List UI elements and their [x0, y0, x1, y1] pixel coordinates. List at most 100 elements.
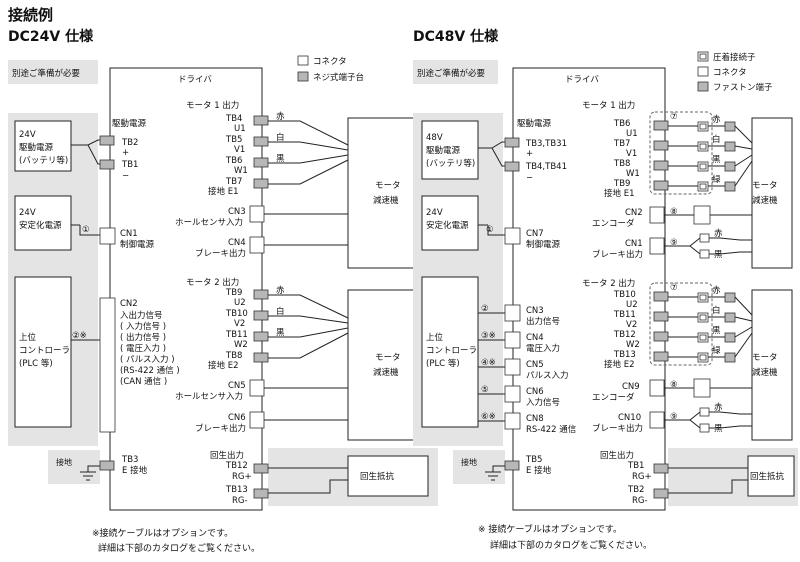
left-m2-sig-1: V2: [234, 319, 245, 329]
right-legend-connector-swatch: [697, 66, 709, 77]
right-m1-faston-0: [724, 121, 736, 132]
left-battery-box: [14, 120, 72, 172]
left-m1-sig-2: W1: [234, 166, 248, 176]
left-m2-color-2: 黒: [276, 328, 285, 338]
left-plc-l3: (PLC 等): [19, 358, 53, 369]
left-battery-l2: 駆動電源: [19, 142, 54, 153]
right-tb3-terminal: [504, 137, 520, 148]
right-tb3: TB3,TB31: [525, 139, 567, 149]
left-m1-color-2: 黒: [276, 154, 285, 164]
left-24v-supply-box: [14, 195, 72, 251]
right-sig-cn-2: CN5: [526, 360, 544, 370]
left-rgm: RG-: [232, 496, 248, 506]
right-cn10-red-crimp: [699, 407, 710, 417]
left-tb2: TB2: [121, 138, 138, 148]
left-tb13-terminal: [253, 488, 269, 499]
right-cn9-sub: エンコーダ: [592, 392, 635, 403]
right-cn1-black: 黒: [714, 250, 723, 260]
left-cn4-connector: [249, 236, 265, 254]
left-tb1: TB1: [121, 160, 138, 170]
left-tb3: TB3: [121, 455, 138, 465]
left-tb1-terminal: [99, 159, 115, 170]
right-tb4: TB4,TB41: [525, 162, 567, 172]
right-ground-label: 接地: [461, 457, 477, 467]
left-rgp: RG+: [232, 472, 252, 482]
right-m1-terminal-2: [653, 160, 669, 171]
left-cn2-line-4: ( パルス入力 ): [120, 354, 175, 365]
left-legend-connector-swatch: [297, 55, 309, 66]
right-regen-wires: [668, 467, 748, 494]
right-cn9: CN9: [622, 382, 640, 392]
right-m2-wire-1: [668, 316, 753, 322]
left-regen-resistor: 回生抵抗: [360, 471, 395, 482]
right-ground-symbol: [485, 465, 505, 481]
left-cn2-line-3: ( 電圧入力 ): [120, 343, 166, 354]
right-m1-crimp-inner-0: [699, 123, 707, 130]
left-m2-tb-3: TB8: [225, 351, 242, 361]
right-m1-faston-1: [724, 141, 736, 152]
right-motor2-reducer: 減速機: [752, 367, 778, 378]
right-m2-sig-2: W2: [626, 340, 640, 350]
right-m2-wire-3: [668, 332, 753, 358]
right-subtitle: DC48V 仕様: [413, 28, 499, 45]
right-m1-terminal-0: [653, 120, 669, 131]
right-sig-mark-1: ③※: [481, 331, 496, 341]
right-regen-resistor: 回生抵抗: [750, 471, 785, 482]
left-m2-color-0: 赤: [276, 286, 285, 296]
right-motor2-out: モータ 2 出力: [582, 278, 635, 289]
right-m2-faston-2: [724, 332, 736, 343]
right-mark8-b: ⑧: [670, 380, 678, 390]
left-cn2-line-0: 入出力信号: [120, 310, 163, 321]
right-legend-connector: コネクタ: [713, 68, 747, 78]
right-tb4-minus: −: [526, 173, 533, 183]
left-cn2-line-1: ( 入力信号 ): [120, 321, 166, 332]
left-cn2-line-2: ( 出力信号 ): [120, 332, 166, 343]
left-diagram: 別途ご準備が必要 コネクタ ネジ式端子台 ドライバ 24V 駆動電源 (バッテリ…: [8, 55, 438, 554]
right-m2-tb-2: TB12: [613, 330, 636, 340]
right-24v-l1: 24V: [426, 208, 443, 218]
left-cn5-sub: ホールセンサ入力: [175, 391, 243, 402]
right-tb1-terminal: [653, 463, 669, 474]
right-driver-label: ドライバ: [565, 75, 599, 85]
left-cn3-sub: ホールセンサ入力: [175, 217, 243, 228]
left-m1-sig-3: 接地 E1: [208, 186, 238, 197]
right-regen-out: 回生出力: [600, 450, 634, 461]
right-m2-tb-1: TB11: [613, 310, 636, 320]
left-tb2-terminal: [99, 135, 115, 146]
right-cn2-plug: [693, 205, 711, 225]
left-ground-area: [48, 450, 100, 484]
right-sig-cn-0: CN3: [526, 306, 544, 316]
right-m2-tb-0: TB10: [613, 290, 636, 300]
right-cn1-red-crimp: [699, 233, 710, 243]
left-cn1-connector: [99, 227, 116, 245]
left-m1-terminal-2: [253, 157, 269, 168]
right-sig-connector-3: [504, 385, 521, 403]
right-m1-tb-3: TB9: [613, 179, 630, 189]
right-motor1-out: モータ 1 出力: [582, 100, 635, 111]
right-tb2-terminal: [653, 488, 669, 499]
left-legend-screw-swatch: [297, 71, 309, 82]
right-motor1-reducer: 減速機: [752, 195, 778, 206]
left-cn6: CN6: [228, 413, 246, 423]
right-m2-faston-1: [724, 312, 736, 323]
right-cn7-wire: [478, 224, 505, 236]
left-prepare-note: 別途ご準備が必要: [12, 68, 81, 79]
right-m1-wire-3: [668, 160, 753, 187]
left-prepare-tag-bg: [8, 60, 98, 84]
left-m2-sig-2: W2: [234, 340, 248, 350]
right-cn1-wire: [664, 237, 701, 255]
right-cn2-sub: エンコーダ: [592, 218, 635, 229]
left-regen-out: 回生出力: [210, 450, 244, 461]
left-cn3: CN3: [228, 207, 246, 217]
right-cn7-sub: 制御電源: [526, 239, 561, 250]
right-cn7: CN7: [526, 229, 544, 239]
left-ground-symbol: [80, 465, 100, 481]
left-cn2-line-6: (CAN 通信 ): [120, 376, 167, 387]
right-m2-crimp-inner-0: [699, 294, 707, 301]
left-cn4-sub: ブレーキ出力: [195, 248, 246, 259]
left-regen-wires: [268, 467, 348, 494]
right-m1-faston-2: [724, 161, 736, 172]
left-m2-color-1: 白: [276, 306, 285, 317]
